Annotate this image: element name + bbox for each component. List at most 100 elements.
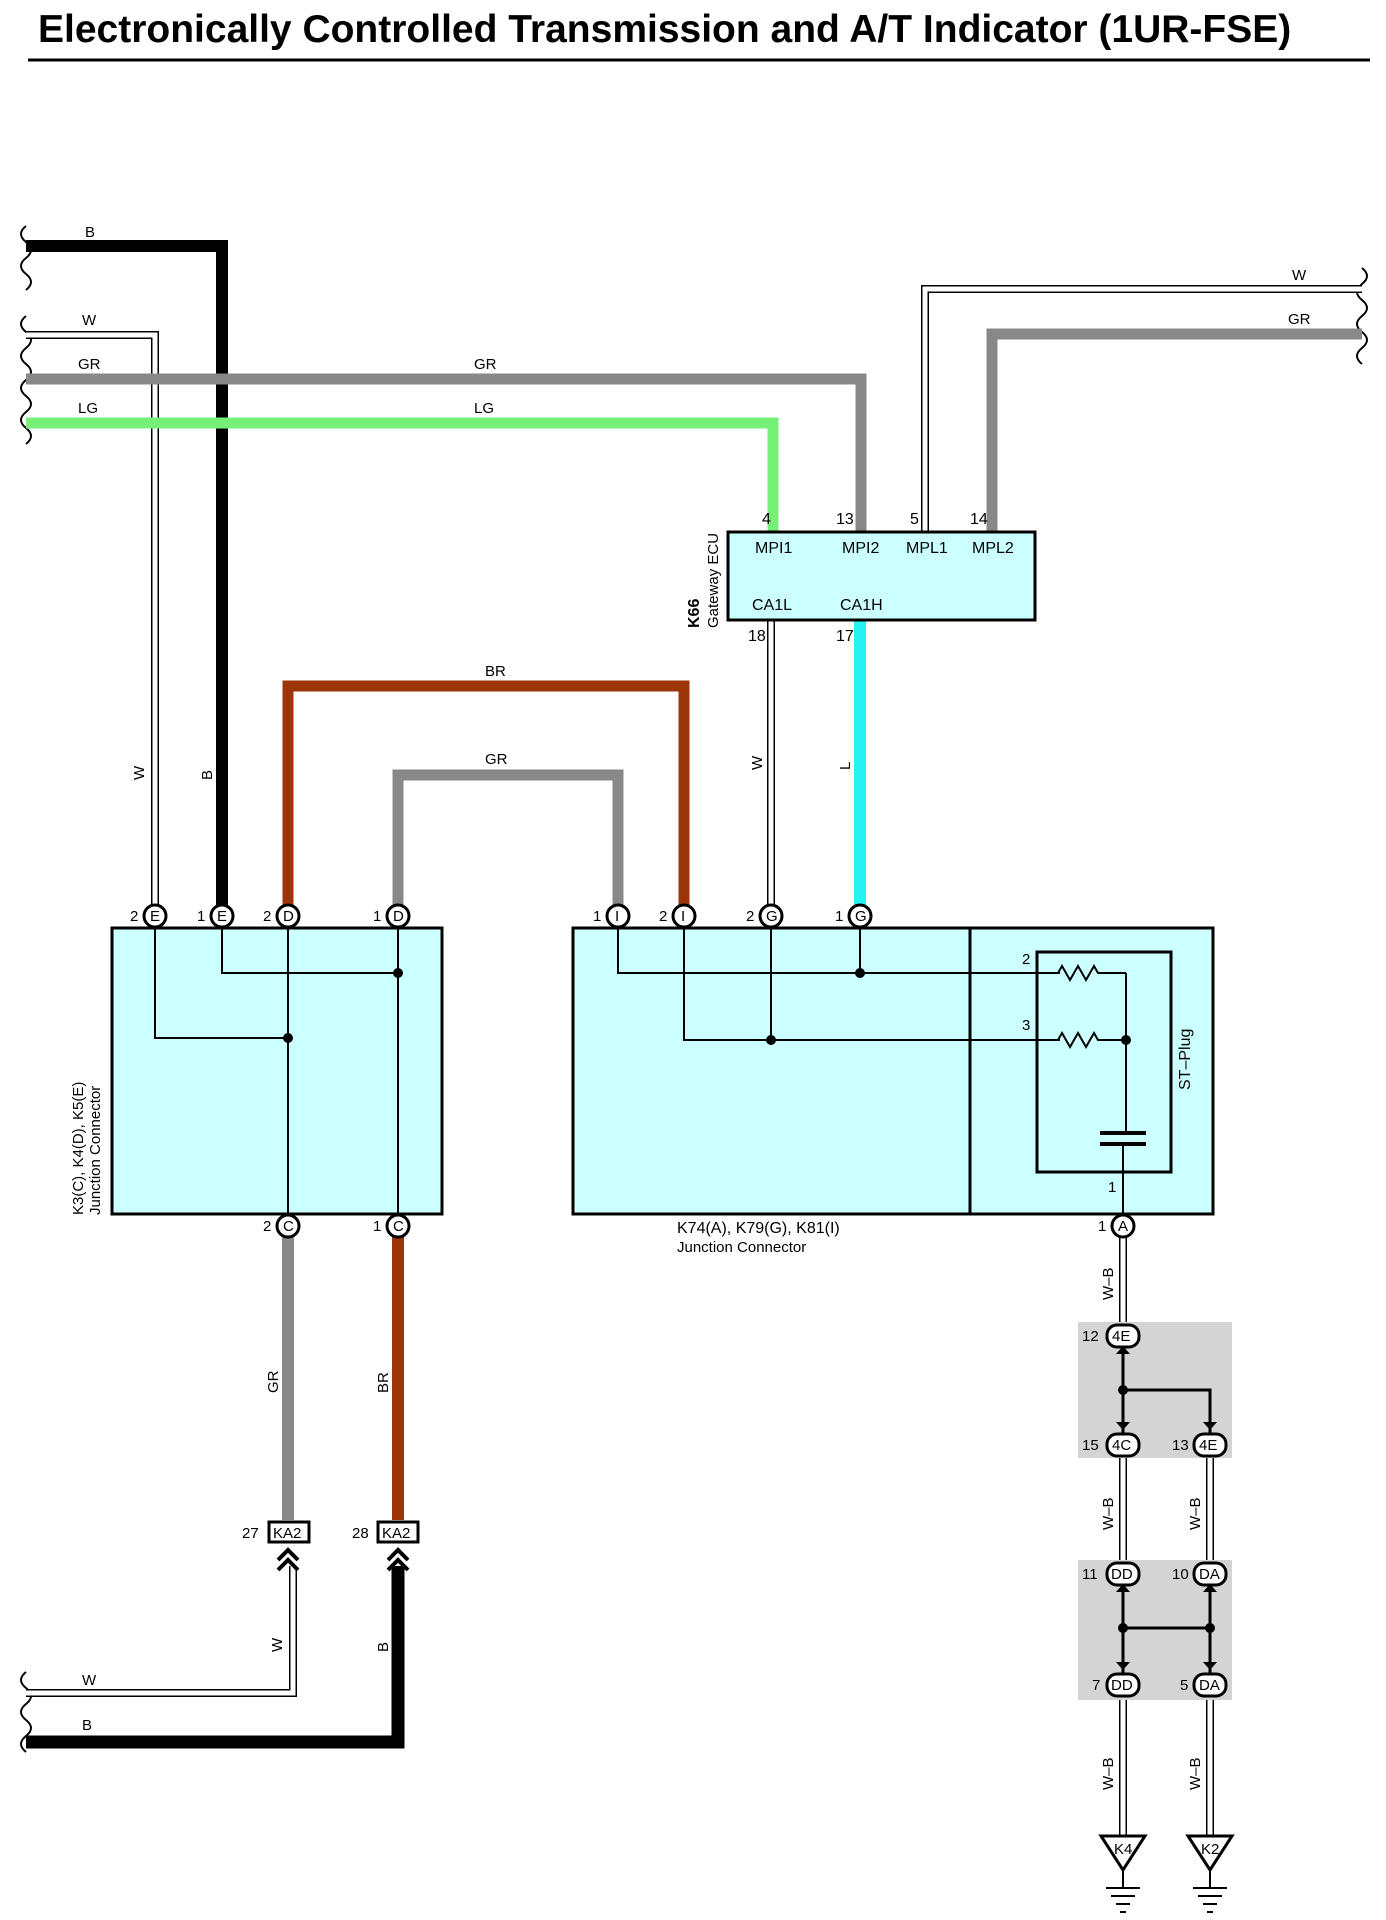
junction-connector-right: 2 3 1 ST–Plug K74(A), K79(G), K81(I) Jun… [571, 926, 1215, 1256]
wb-wires [1119, 1236, 1214, 1836]
jc-left-name: Junction Connector [87, 1086, 104, 1215]
ecu-pin-label: MPL1 [906, 540, 948, 557]
ecu-pin-label: CA1L [752, 597, 792, 614]
splice-group-upper: 4E 4C 4E 12 15 13 [1078, 1322, 1232, 1458]
pin-letter: I [615, 908, 619, 925]
splice-group-lower: DD DA DD DA 11 10 7 5 [1078, 1560, 1232, 1700]
pin-num: 1 [197, 908, 205, 925]
pin-letter: A [1118, 1218, 1128, 1235]
pin-num: 1 [593, 908, 601, 925]
ecu-pin-num: 17 [836, 628, 854, 645]
jc-left-bottom-pins: C C 2 1 [263, 1213, 411, 1239]
wire-label: W [131, 765, 148, 780]
ground-label: K2 [1201, 1841, 1219, 1858]
wire-label: BR [375, 1372, 392, 1393]
wire-label: W–B [1187, 1757, 1204, 1790]
pin-letter: I [681, 908, 685, 925]
wire-label: W [82, 312, 97, 329]
wire-label: W–B [1100, 1497, 1117, 1530]
jc-left-top-pins: E E D D 2 1 2 1 [130, 903, 411, 929]
ecu-pin-num: 18 [748, 628, 766, 645]
jc-right-codes: K74(A), K79(G), K81(I) [677, 1220, 840, 1237]
wire-b-top [26, 240, 228, 912]
wire-w-bottom [26, 1566, 297, 1697]
wire-labels: B W GR LG GR LG W GR BR GR W B W L GR BR… [78, 224, 1311, 1790]
wire-b-bottom [26, 1566, 405, 1749]
ground-k2: K2 [1185, 1834, 1235, 1913]
splice-code: 4C [1112, 1437, 1131, 1454]
wire-lg-mid [26, 417, 779, 532]
wire-br-top [282, 680, 690, 912]
splice-code: DA [1199, 1566, 1220, 1583]
ground-label: K4 [1114, 1841, 1132, 1858]
ecu-pin-num: 14 [970, 511, 988, 528]
wire-gr-right [986, 328, 1362, 532]
splice-num: 5 [1180, 1677, 1188, 1694]
junction-connector-left: K3(C), K4(D), K5(E) Junction Connector [70, 926, 444, 1216]
pin-letter: E [150, 908, 160, 925]
wire-label: B [199, 770, 216, 780]
splice-code: DD [1111, 1566, 1133, 1583]
ka2-connectors: KA2 KA2 27 28 [242, 1520, 420, 1572]
st-plug-label: ST–Plug [1177, 1029, 1194, 1090]
gateway-ecu: 4 13 5 14 MPI1 MPI2 MPL1 MPL2 CA1L CA1H … [686, 511, 1037, 645]
ecu-pin-label: CA1H [840, 597, 883, 614]
ecu-pin-label: MPL2 [972, 540, 1014, 557]
ecu-pin-label: MPI2 [842, 540, 879, 557]
splice-code: 4E [1112, 1328, 1130, 1345]
splice-num: 12 [1082, 1328, 1099, 1345]
wire-label: W–B [1187, 1497, 1204, 1530]
wire-gr-loop [392, 769, 624, 912]
wire-label: W [1292, 267, 1307, 284]
wire-label: GR [1288, 311, 1311, 328]
ecu-pin-num: 4 [762, 511, 771, 528]
ka2-code: KA2 [273, 1525, 301, 1542]
wire-label: W–B [1100, 1757, 1117, 1790]
pin-num: 1 [1098, 1218, 1106, 1235]
jc-right-bottom-pin: A 1 [1098, 1213, 1136, 1239]
splice-code: DD [1111, 1677, 1133, 1694]
wire-label: W [82, 1672, 97, 1689]
wire-label: L [837, 762, 854, 770]
splice-code: 4E [1199, 1437, 1217, 1454]
ecu-pin-label: MPI1 [755, 540, 792, 557]
wire-label: B [375, 1642, 392, 1652]
ka2-num: 28 [352, 1525, 369, 1542]
ecu-pin-num: 13 [836, 511, 854, 528]
splice-num: 13 [1172, 1437, 1189, 1454]
st-plug-pin: 2 [1022, 951, 1030, 968]
wire-label: B [85, 224, 95, 241]
wire-label: W [269, 1637, 286, 1652]
page-title: Electronically Controlled Transmission a… [38, 8, 1292, 51]
pin-num: 2 [659, 908, 667, 925]
wire-label: LG [78, 400, 98, 417]
wire-label: GR [485, 751, 508, 768]
pin-num: 2 [130, 908, 138, 925]
pin-num: 2 [263, 908, 271, 925]
pin-num: 1 [373, 908, 381, 925]
ka2-code: KA2 [382, 1525, 410, 1542]
ecu-pin-num: 5 [910, 511, 919, 528]
wire-label: GR [78, 356, 101, 373]
wire-label: B [82, 1717, 92, 1734]
ground-k4: K4 [1098, 1834, 1148, 1913]
wire-label: W [749, 755, 766, 770]
splice-code: DA [1199, 1677, 1220, 1694]
pin-letter: G [855, 908, 867, 925]
pin-num: 1 [835, 908, 843, 925]
pin-letter: D [393, 908, 404, 925]
jc-left-codes: K3(C), K4(D), K5(E) [70, 1082, 87, 1215]
pin-letter: C [283, 1218, 294, 1235]
st-plug-pin: 1 [1108, 1179, 1116, 1196]
wire-label: LG [474, 400, 494, 417]
ecu-name: Gateway ECU [705, 533, 722, 628]
pin-letter: C [393, 1218, 404, 1235]
wire-gr-mid [26, 373, 867, 532]
pin-num: 2 [263, 1218, 271, 1235]
pin-letter: D [283, 908, 294, 925]
st-plug-pin: 3 [1022, 1017, 1030, 1034]
splice-num: 7 [1092, 1677, 1100, 1694]
jc-right-name: Junction Connector [677, 1239, 806, 1256]
pin-letter: G [766, 908, 778, 925]
